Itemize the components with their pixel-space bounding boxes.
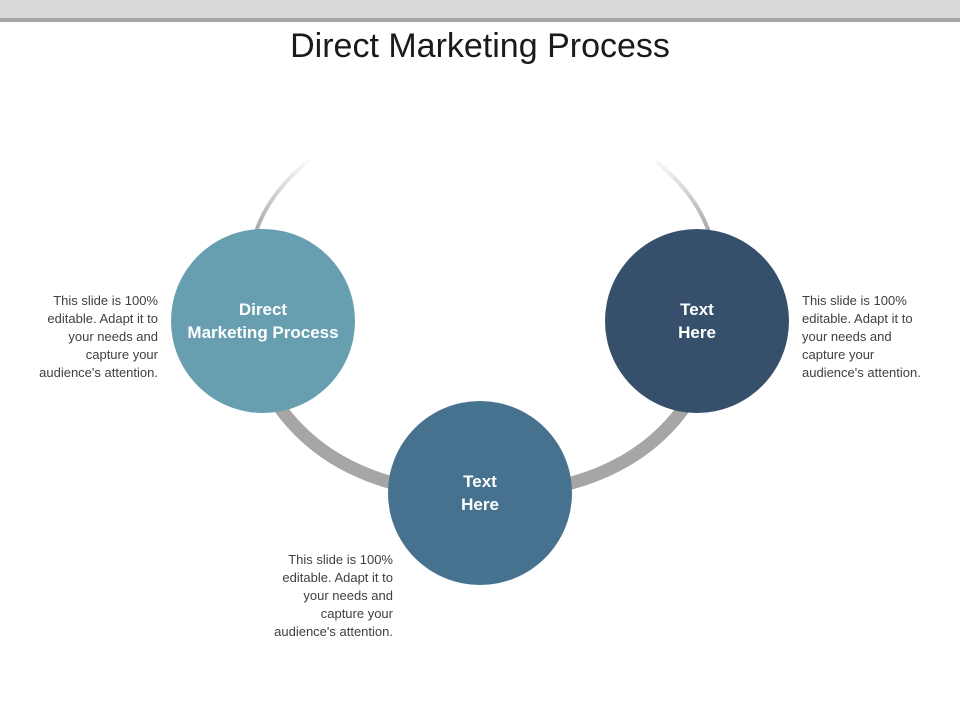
description-bottom-line: your needs and bbox=[303, 588, 393, 603]
node-right-line1: Text bbox=[680, 300, 714, 319]
arc-lower-right bbox=[562, 401, 692, 492]
node-left-label: Direct Marketing Process bbox=[171, 276, 355, 366]
description-right-line: capture your bbox=[802, 347, 875, 362]
node-left-line2: Marketing Process bbox=[187, 323, 339, 342]
node-left-line1: Direct bbox=[238, 300, 288, 319]
description-right-line: This slide is 100% bbox=[802, 293, 907, 308]
description-bottom-line: editable. Adapt it to bbox=[282, 570, 393, 585]
description-right: This slide is 100% editable. Adapt it to… bbox=[802, 292, 952, 382]
node-bottom-circle bbox=[388, 401, 572, 585]
description-bottom-line: capture your bbox=[320, 606, 393, 621]
description-right-line: audience's attention. bbox=[802, 365, 921, 380]
description-bottom: This slide is 100% editable. Adapt it to… bbox=[243, 551, 393, 641]
description-left: This slide is 100% editable. Adapt it to… bbox=[8, 292, 158, 382]
description-bottom-line: audience's attention. bbox=[274, 624, 393, 639]
node-bottom-line1: Text bbox=[463, 472, 497, 491]
node-right-label: Text Here bbox=[605, 281, 789, 361]
top-bar-line bbox=[0, 18, 960, 22]
description-right-line: your needs and bbox=[802, 329, 892, 344]
description-right-line: editable. Adapt it to bbox=[802, 311, 913, 326]
top-bar bbox=[0, 0, 960, 18]
arc-lower-left bbox=[272, 401, 402, 492]
description-left-line: This slide is 100% bbox=[53, 293, 158, 308]
node-right-line2: Here bbox=[678, 323, 716, 342]
description-left-line: your needs and bbox=[68, 329, 158, 344]
arc-upper-right bbox=[632, 143, 712, 236]
slide-title: Direct Marketing Process bbox=[290, 27, 670, 65]
description-left-line: audience's attention. bbox=[39, 365, 158, 380]
node-bottom-line2: Here bbox=[461, 495, 499, 514]
node-left-circle bbox=[171, 229, 355, 413]
node-right-circle bbox=[605, 229, 789, 413]
description-left-line: editable. Adapt it to bbox=[47, 311, 158, 326]
description-left-line: capture your bbox=[85, 347, 158, 362]
arc-upper-left bbox=[253, 143, 332, 236]
node-bottom-label: Text Here bbox=[388, 453, 572, 533]
description-bottom-line: This slide is 100% bbox=[288, 552, 393, 567]
